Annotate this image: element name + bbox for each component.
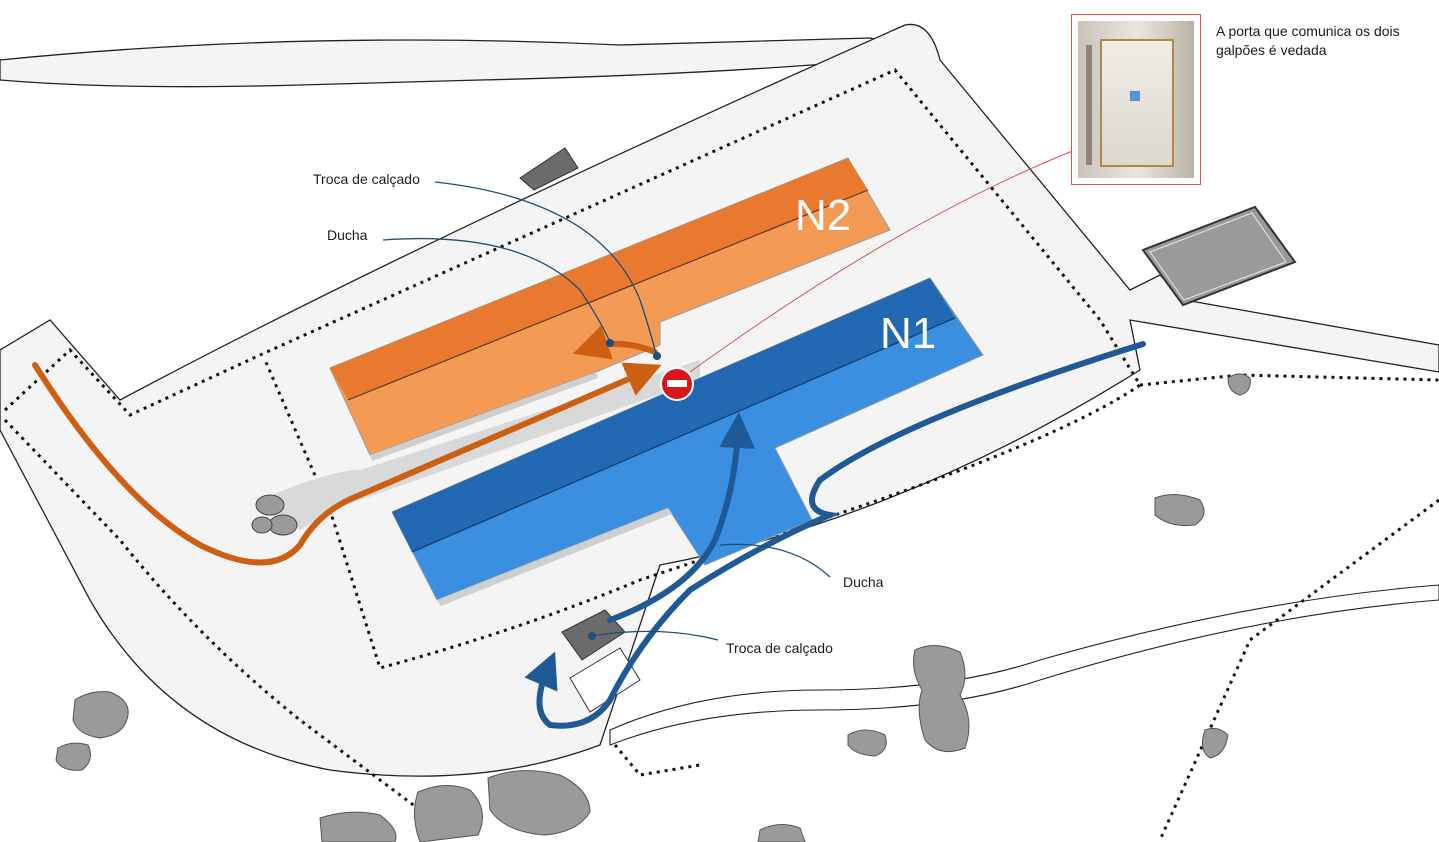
tree — [414, 785, 483, 842]
fences — [3, 68, 1439, 841]
tree — [55, 742, 91, 771]
fence-bottom — [613, 744, 701, 777]
tree — [1201, 727, 1229, 759]
fence-far-right — [1158, 498, 1439, 841]
callout-troca-top — [434, 181, 657, 355]
callout-dot-troca-bottom — [588, 632, 596, 640]
callout-dot-troca-top — [653, 352, 661, 360]
orange-route — [32, 362, 662, 566]
callout-troca-bottom — [591, 630, 719, 641]
tree — [913, 645, 970, 753]
label-troca-bottom: Troca de calçado — [726, 640, 833, 656]
sealed-door-photo — [1071, 14, 1201, 185]
orange-route-inner — [572, 325, 658, 360]
blue-route-entry — [607, 412, 756, 623]
photo-caption: A porta que comunica os dois galpões é v… — [1216, 23, 1400, 58]
callout-ducha-bottom — [719, 543, 831, 578]
tree — [487, 770, 591, 836]
label-n1: N1 — [880, 309, 936, 358]
right-field-road — [609, 584, 1439, 746]
building-n1 — [391, 277, 984, 606]
sealed-door — [1100, 39, 1174, 167]
tree — [319, 811, 397, 842]
no-entry-icon — [660, 367, 694, 401]
tree — [72, 691, 129, 739]
top-road — [0, 37, 885, 88]
callout-dot-ducha-top — [606, 339, 614, 347]
callout-ducha-top — [382, 237, 611, 343]
door-sign — [1130, 91, 1140, 101]
shed-top — [519, 147, 579, 191]
door-frame — [1086, 45, 1092, 165]
tree — [757, 824, 806, 842]
fence-right — [1139, 373, 1439, 387]
label-n2: N2 — [795, 191, 851, 240]
photo-image — [1078, 21, 1194, 178]
lagoon — [1141, 205, 1297, 307]
tree — [847, 729, 887, 757]
tree — [1154, 494, 1205, 526]
label-ducha-top: Ducha — [327, 227, 368, 243]
silos — [251, 494, 298, 536]
lagoon-inner — [1149, 212, 1287, 301]
blue-route-main — [524, 341, 1146, 729]
label-troca-top: Troca de calçado — [313, 171, 420, 187]
tree — [1227, 373, 1251, 396]
photo-leader-line — [689, 149, 1076, 373]
label-ducha-bottom: Ducha — [843, 574, 884, 590]
callouts — [382, 181, 831, 641]
building-n2 — [329, 157, 891, 461]
trees — [55, 373, 1251, 842]
